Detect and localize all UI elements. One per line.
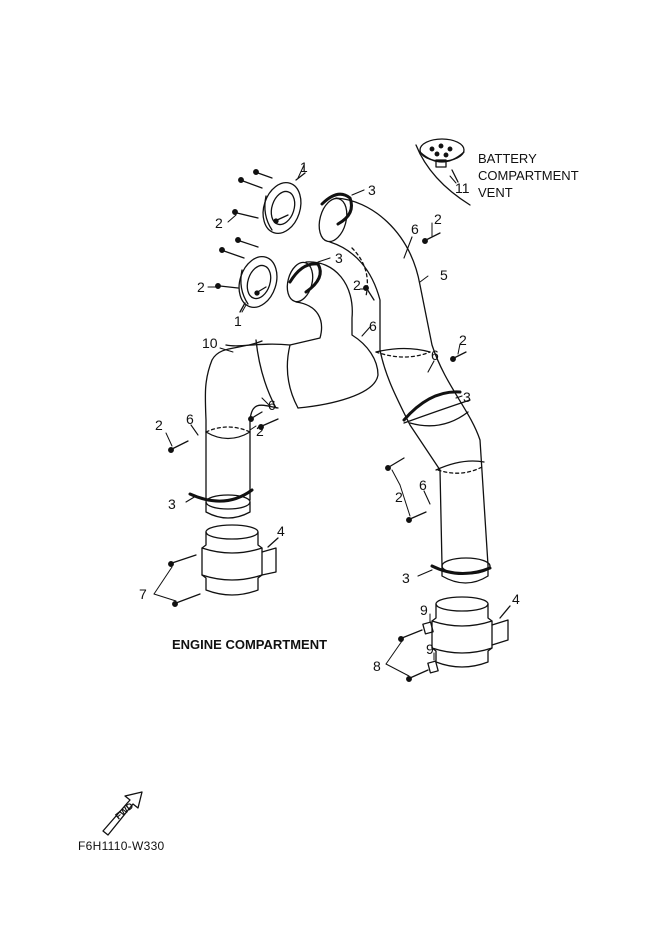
hose-left: [204, 261, 379, 519]
hose-adapter-left: [201, 524, 279, 596]
battery-vent-label-line-3: VENT: [478, 185, 513, 200]
callout-3: 3: [168, 496, 176, 512]
vent-cover-lower: [238, 256, 278, 313]
hose-right: [318, 197, 491, 584]
callout-6: 6: [369, 318, 377, 334]
fwd-arrow-icon: [102, 791, 143, 836]
callout-leaders: [165, 164, 461, 517]
callout-6: 6: [419, 477, 427, 493]
callout-9-lower: 9: [426, 641, 434, 657]
callout-9-upper: 9: [420, 602, 428, 618]
screws-part-8: [385, 613, 439, 682]
callout-3: 3: [402, 570, 410, 586]
callout-2: 2: [459, 332, 467, 348]
callout-2: 2: [155, 417, 163, 433]
callout-2: 2: [256, 423, 264, 439]
callout-7: 7: [139, 586, 147, 602]
callout-2: 2: [215, 215, 223, 231]
callout-8: 8: [373, 658, 381, 674]
battery-vent-label-line-1: BATTERY: [478, 151, 537, 166]
callout-3: 3: [335, 250, 343, 266]
hose-adapter-right: [431, 596, 511, 668]
clamp-leaders: [185, 189, 463, 577]
callout-2: 2: [434, 211, 442, 227]
battery-compartment-vent: [415, 138, 471, 206]
callout-1-lower: 1: [234, 313, 242, 329]
callout-6: 6: [186, 411, 194, 427]
callout-10: 10: [202, 335, 218, 351]
callout-3: 3: [368, 182, 376, 198]
engine-compartment-label: ENGINE COMPARTMENT: [172, 637, 328, 652]
callout-4-right: 4: [512, 591, 520, 607]
callout-2: 2: [353, 277, 361, 293]
callout-11: 11: [455, 180, 470, 196]
callout-2: 2: [395, 489, 403, 505]
hose-clamps: [188, 192, 492, 575]
band-leaders: [190, 236, 435, 505]
callout-3: 3: [463, 389, 471, 405]
screws: [168, 169, 467, 523]
callout-4-left: 4: [277, 523, 285, 539]
callout-6: 6: [411, 221, 419, 237]
callout-2: 2: [197, 279, 205, 295]
screws-part-7: [153, 554, 201, 607]
callout-6: 6: [431, 347, 439, 363]
callout-1-upper: 1: [300, 159, 308, 175]
callout-5: 5: [440, 267, 448, 283]
callout-6: 6: [268, 397, 276, 413]
vent-cover-upper: [262, 172, 306, 234]
drawing-code: F6H1110-W330: [78, 839, 165, 853]
battery-vent-label-line-2: COMPARTMENT: [478, 168, 579, 183]
